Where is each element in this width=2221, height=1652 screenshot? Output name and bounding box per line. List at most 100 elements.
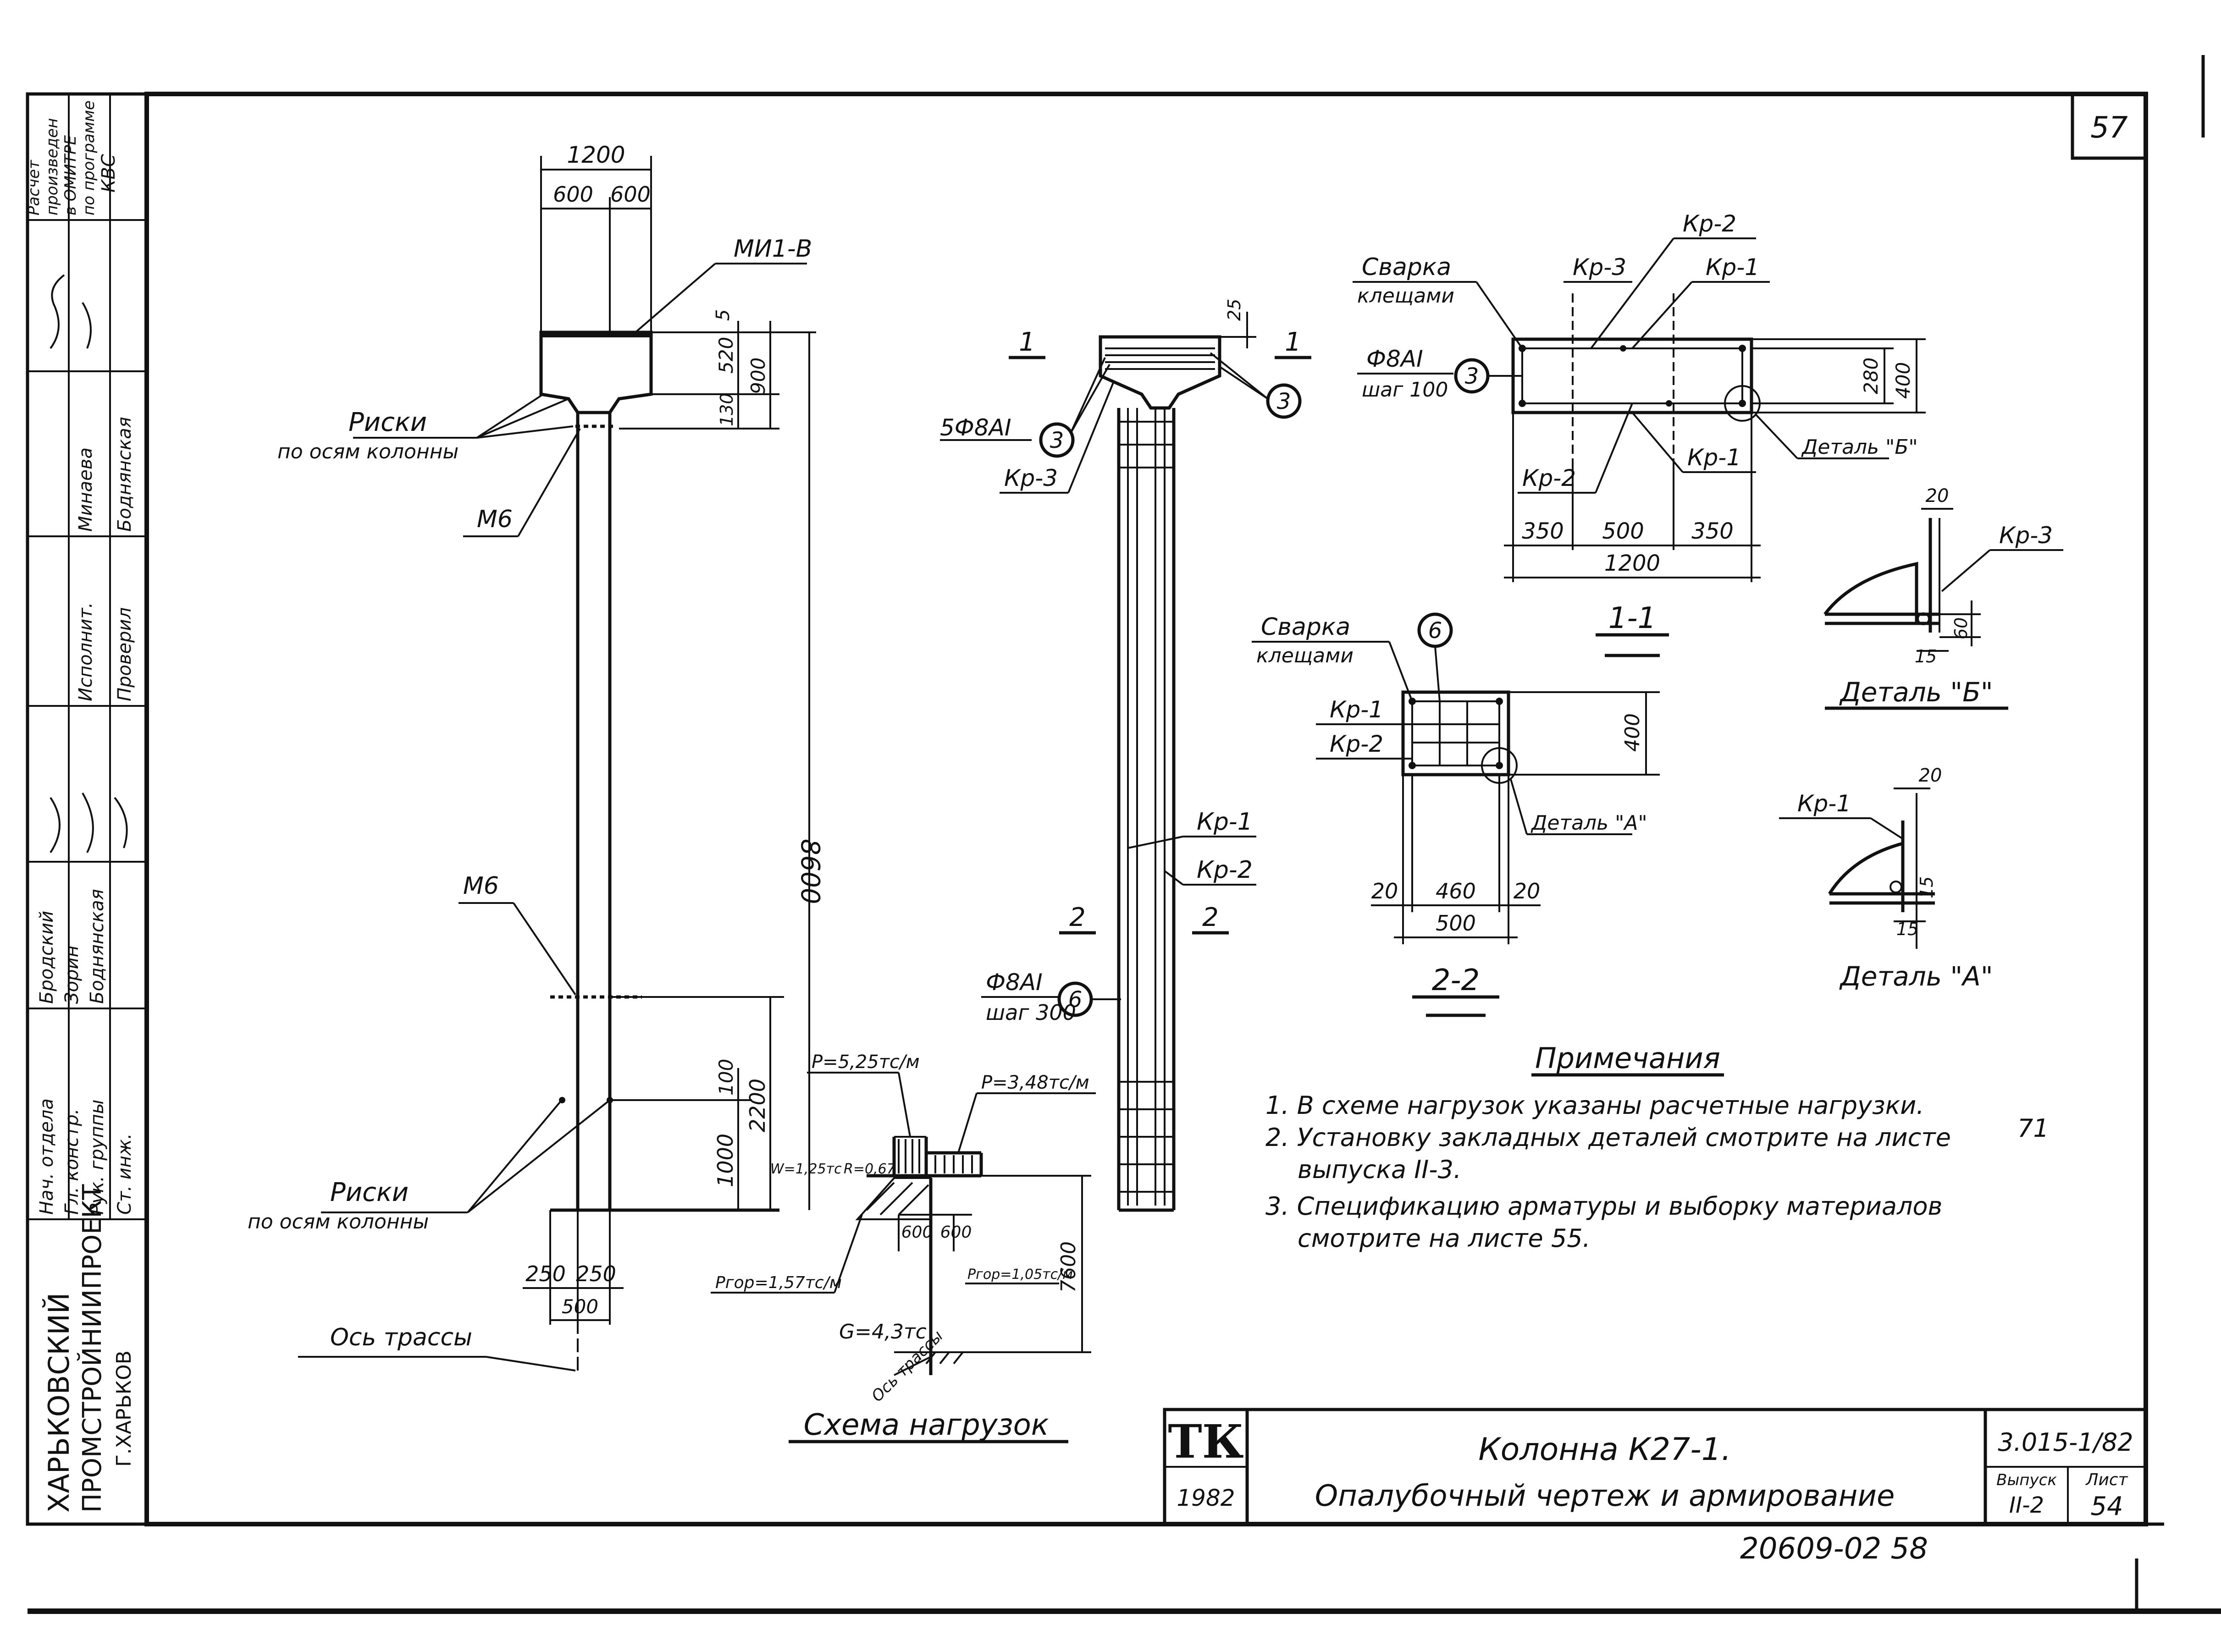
note-3: 3. Спецификацию арматуры и выборку матер…	[1265, 1192, 1942, 1221]
s22-dim-500: 500	[1436, 911, 1476, 936]
db-dim-15: 15	[1915, 646, 1937, 666]
dim-1000: 1000	[713, 1134, 738, 1187]
da-dim-15a: 15	[1917, 876, 1937, 898]
s11-kp2-bottom: Кр-2	[1522, 465, 1576, 491]
da-dim-20: 20	[1919, 765, 1942, 786]
sheet-number: 57	[2090, 111, 2128, 145]
s22-weld-sub: клещами	[1256, 644, 1354, 667]
ls-dim-7600: 7600	[1057, 1241, 1080, 1293]
embed-m6-bottom: М6	[463, 872, 499, 900]
name-group: Боднянская	[87, 889, 108, 1004]
stirrup-step: шаг 300	[986, 1000, 1076, 1025]
tb-issue-label: Выпуск	[1996, 1471, 2057, 1489]
s11-dim-350b: 350	[1691, 518, 1734, 544]
dim-5: 5	[713, 309, 734, 321]
tb-year: 1982	[1177, 1485, 1235, 1511]
role-checker: Проверил	[114, 607, 135, 701]
calc-note-4: по программе	[80, 100, 98, 215]
s22-weld-label: Сварка	[1261, 613, 1350, 641]
ls-r: R=0,67	[844, 1161, 895, 1177]
dim-900: 900	[747, 358, 769, 394]
db-dim-20: 20	[1926, 485, 1949, 507]
calc-note-2: произведен	[43, 118, 61, 215]
dim-130: 130	[717, 393, 737, 426]
axis-label: Ось трассы	[330, 1324, 472, 1351]
tb-sheet-value: 54	[2090, 1492, 2123, 1521]
s11-weld-label: Сварка	[1362, 253, 1451, 281]
ls-w: W=1,25тс	[770, 1161, 842, 1177]
s11-bar-step: шаг 100	[1362, 378, 1448, 402]
section-mark-2-left: 2	[1069, 903, 1086, 932]
title-block: ТК 1982 Колонна К27-1. Опалубочный черте…	[1163, 1408, 2148, 1526]
signature-2	[50, 793, 128, 854]
note-2b: выпуска II-3.	[1298, 1155, 1461, 1184]
s11-weld-sub: клещами	[1357, 284, 1454, 308]
dim-1200-top: 1200	[567, 142, 625, 168]
s22-pos: 6	[1428, 618, 1442, 644]
s11-pos: 3	[1465, 363, 1479, 389]
ls-dim-600a: 600	[901, 1223, 933, 1242]
ls-p-left: P=5,25тс/м	[812, 1052, 920, 1073]
s22-kp1: Кр-1	[1330, 696, 1383, 723]
role-group: Рук. группы	[87, 1100, 108, 1215]
embed-mi1v: МИ1-В	[734, 235, 812, 263]
tb-doc-code: 3.015-1/82	[1998, 1428, 2133, 1457]
name-checker: Боднянская	[114, 417, 135, 532]
notes-title: Примечания	[1535, 1041, 1720, 1075]
marks-label-bottom: Риски	[330, 1178, 409, 1207]
note-2: 2. Установку закладных деталей смотрите …	[1265, 1123, 1951, 1152]
note-sheet-ref: 71	[2017, 1114, 2049, 1143]
section-mark-1-right: 1	[1285, 327, 1301, 357]
tb-title-1: Колонна К27-1.	[1478, 1432, 1731, 1468]
calc-note-1: Расчет	[25, 160, 43, 215]
s11-dim-350a: 350	[1522, 518, 1564, 544]
load-scheme: 600 600 7600 P=5,25тс/м P=3,48тс/м W=1,2…	[711, 1052, 1096, 1443]
da-dim-15b: 15	[1896, 919, 1918, 939]
tb-issue-value: II-2	[2009, 1492, 2044, 1518]
s11-label: 1-1	[1608, 601, 1657, 635]
dim-25: 25	[1224, 299, 1244, 321]
s22-dim-400: 400	[1621, 713, 1644, 752]
role-engineer: Ст. инж.	[114, 1133, 135, 1215]
tb-title-2: Опалубочный чертеж и армирование	[1315, 1479, 1895, 1513]
name-head: Бродский	[36, 911, 57, 1004]
s11-dim-1200: 1200	[1604, 551, 1660, 576]
ls-pgor-right: Pгор=1,05тс/м	[967, 1267, 1073, 1283]
s22-kp2: Кр-2	[1330, 731, 1383, 757]
s22-dim-460: 460	[1436, 879, 1476, 903]
da-label: Деталь "А"	[1839, 961, 1993, 992]
dim-500-bottom: 500	[562, 1295, 598, 1318]
reinforcement-elevation: 1 1 2 2 25 3 5Ф8АI 3 Кр-3 Кр-1 Кр-2 Ф8АI	[940, 299, 1311, 1212]
s11-kp1-top: Кр-1	[1706, 254, 1759, 281]
kp2-label: Кр-2	[1197, 856, 1253, 884]
tb-logo: ТК	[1168, 1415, 1243, 1469]
role-head: Нач. отдела	[36, 1098, 57, 1215]
s11-kp1-bottom: Кр-1	[1687, 444, 1741, 471]
org-name-2: ПРОМСТРОЙНИИПРОЕКТ	[77, 1184, 107, 1513]
dim-8600: 8600	[795, 839, 825, 904]
name-chief: Зорин	[61, 945, 83, 1004]
ls-title: Схема нагрузок	[804, 1408, 1049, 1442]
org-name-3: Г.ХАРЬКОВ	[112, 1350, 136, 1467]
pos-6: 6	[1068, 987, 1083, 1013]
calc-note-5: КВС	[98, 154, 119, 193]
detail-b: 20 60 15 Кр-3 Деталь "Б"	[1823, 485, 2063, 710]
s11-dim-280: 280	[1860, 358, 1882, 394]
calc-note-3: в ОМИТРЕ	[61, 135, 80, 215]
pos-3-left: 3	[1050, 428, 1064, 453]
name-executor: Минаева	[75, 447, 96, 532]
sheet-number-box	[2071, 92, 2148, 160]
db-kp: Кр-3	[1999, 522, 2053, 549]
s11-dim-500: 500	[1602, 518, 1644, 544]
dim-520: 520	[715, 337, 737, 374]
s22-dim-20a: 20	[1371, 879, 1398, 903]
note-3b: смотрите на листе 55.	[1298, 1224, 1591, 1253]
ls-p-right: P=3,48тс/м	[981, 1072, 1089, 1093]
bars-top-label: 5Ф8АI	[940, 414, 1011, 441]
dim-2200: 2200	[745, 1079, 770, 1132]
stirrup-label: Ф8АI	[986, 969, 1043, 996]
column-elevation: 1200 600 600 5 520 900 130 8600 100 2200…	[248, 142, 825, 1375]
pos-3-right: 3	[1277, 389, 1291, 414]
dim-600-left: 600	[553, 182, 593, 207]
